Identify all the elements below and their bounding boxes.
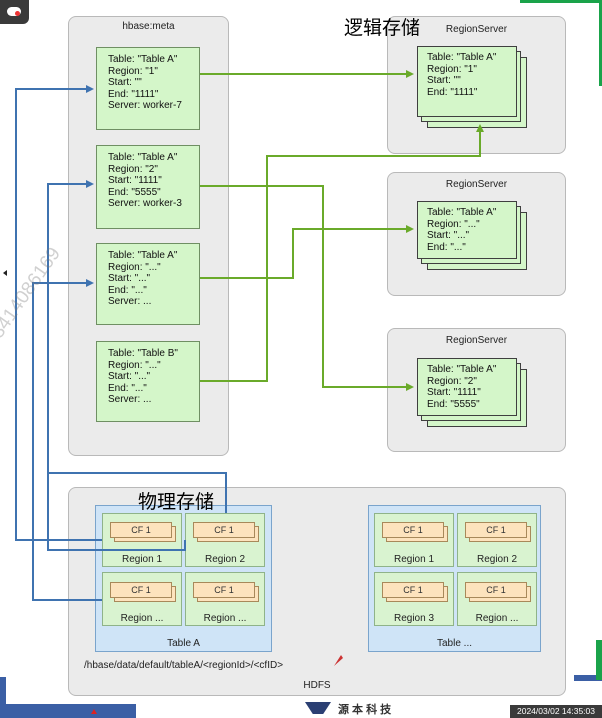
cloud-app-icon[interactable] <box>0 0 29 24</box>
corner-accent <box>520 0 602 3</box>
column-family-cf: CF 1 <box>382 582 444 598</box>
region-card-3: Table: "Table A" Region: "2" Start: "111… <box>417 358 517 416</box>
physical-storage-label: 物理存储 <box>138 491 215 513</box>
region-server-title: RegionServer <box>445 179 508 190</box>
arrow-meta4-to-rs1 <box>200 124 484 382</box>
region-card-2: Table: "Table A" Region: "..." Start: ".… <box>417 201 517 259</box>
hdfs-label: HDFS <box>303 680 331 691</box>
logical-storage-label: 逻辑存储 <box>344 17 421 39</box>
hbase-meta-title: hbase:meta <box>122 21 175 32</box>
region-name: Region ... <box>475 613 519 624</box>
arrow-regionA3-to-meta3 <box>32 279 102 601</box>
column-family-cf: CF 1 <box>193 522 255 538</box>
region-name: Region 1 <box>393 554 435 565</box>
footer-left-bar-bottom <box>0 704 136 718</box>
timestamp: 2024/03/02 14:35:03 <box>510 705 602 718</box>
cloud-icon <box>7 7 21 16</box>
meta-entry-3: Table: "Table A" Region: "..." Start: ".… <box>96 243 200 325</box>
meta-entry-1: Table: "Table A" Region: "1" Start: "" E… <box>96 47 200 130</box>
region-server-title: RegionServer <box>445 24 508 35</box>
cursor-icon <box>334 655 343 666</box>
corner-accent-side <box>599 0 602 86</box>
region-name: Region 2 <box>476 554 518 565</box>
left-marker-icon <box>3 270 7 276</box>
column-family-cf: CF 1 <box>382 522 444 538</box>
column-family-cf: CF 1 <box>465 582 527 598</box>
table-name: Table A <box>167 638 200 649</box>
footer-right-accent <box>596 640 602 680</box>
column-family-cf: CF 1 <box>465 522 527 538</box>
hdfs-path: /hbase/data/default/tableA/<regionId>/<c… <box>84 660 284 671</box>
region-name: Region 1 <box>121 554 163 565</box>
arrow-regionA4-link <box>48 472 227 513</box>
footer-left-bar <box>0 677 6 705</box>
region-name: Region ... <box>203 613 247 624</box>
region-name: Region 2 <box>204 554 246 565</box>
brand-name: 源 本 科 技 <box>338 704 392 716</box>
region-name: Region ... <box>120 613 164 624</box>
column-family-cf: CF 1 <box>110 582 172 598</box>
region-card-1: Table: "Table A" Region: "1" Start: "" E… <box>417 46 517 117</box>
meta-entry-2: Table: "Table A" Region: "2" Start: "111… <box>96 145 200 229</box>
table-name: Table ... <box>436 638 473 649</box>
column-family-cf: CF 1 <box>193 582 255 598</box>
arrow-regionA1-to-meta1 <box>15 85 102 541</box>
region-name: Region 3 <box>393 613 435 624</box>
arrow-meta3-to-rs2 <box>200 225 414 279</box>
arrow-regionA2-to-meta2 <box>47 180 186 551</box>
footer-right-bar <box>574 675 602 681</box>
arrow-meta2-to-rs3 <box>200 185 414 391</box>
column-family-cf: CF 1 <box>110 522 172 538</box>
footer-left-dot <box>91 709 97 714</box>
region-server-title: RegionServer <box>445 335 508 346</box>
brand-logo-icon <box>305 702 331 714</box>
meta-entry-4: Table: "Table B" Region: "..." Start: ".… <box>96 341 200 422</box>
